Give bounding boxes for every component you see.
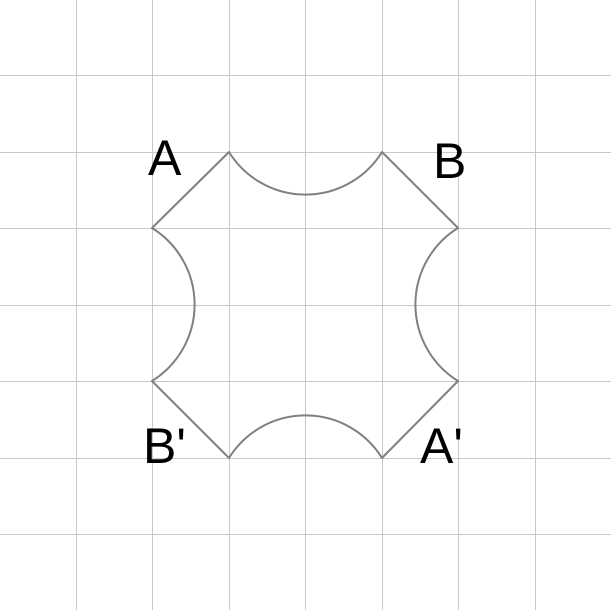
label-b-prime: B' xyxy=(143,418,186,474)
curved-shape-outline xyxy=(151,151,459,459)
label-b: B xyxy=(433,133,466,189)
label-a: A xyxy=(148,130,182,186)
label-a-prime: A' xyxy=(420,418,463,474)
